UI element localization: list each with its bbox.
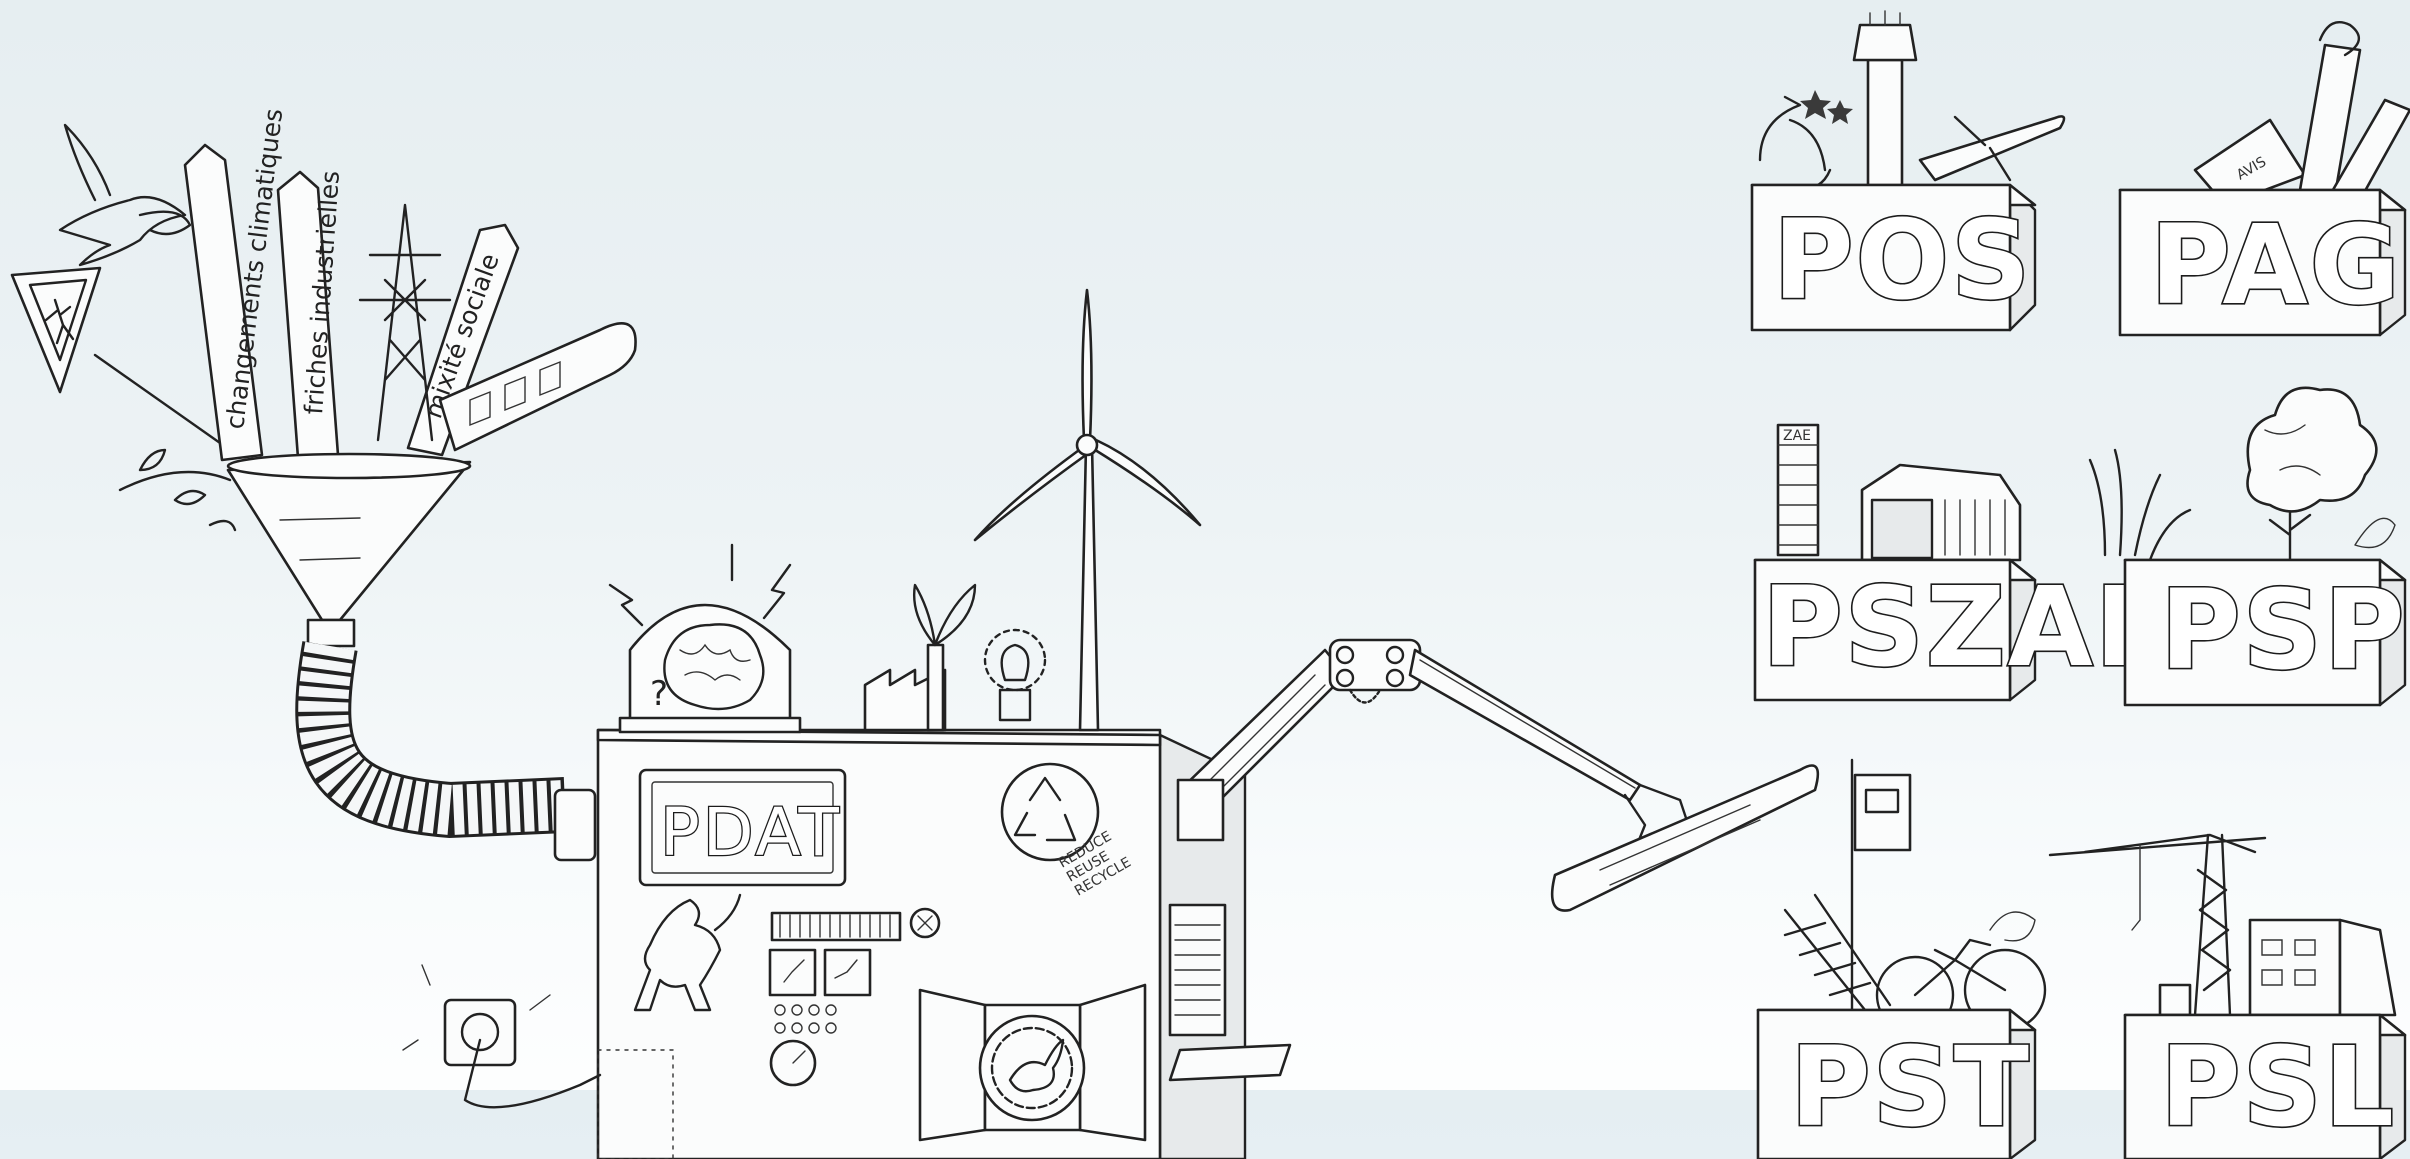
box-label-psl: PSL [2160,1023,2396,1151]
box-label-pszae: PSZAE [1762,563,2172,691]
tree-icon [2090,388,2395,560]
stake-changements-climatiques: changements climatiques [185,107,288,460]
furnace-window [920,985,1145,1140]
warning-sign-icon [12,268,230,450]
pdat-machine: ? PDAT [403,290,1290,1159]
box-pos: POS [1752,11,2064,330]
zae-sign-text: ZAE [1783,428,1811,444]
airport-tower-icon [1760,11,2064,191]
factory-icon [865,585,975,730]
box-psl: PSL [2050,835,2405,1159]
held-train-icon [1552,766,1818,911]
robot-arm [1178,640,1818,911]
crane-icon [2050,835,2395,1015]
box-psp: PSP [2090,388,2406,705]
box-label-psp: PSP [2160,566,2406,694]
funnel-group: changements climatiques friches industri… [12,107,636,860]
pdat-plate: PDAT [640,770,845,885]
power-socket-icon [403,965,600,1107]
light-bulb-icon [985,630,1045,720]
brain-icon: ? [610,545,800,732]
newspaper-icon: AVIS [2195,22,2410,205]
stake-friches-industrielles: friches industrielles [278,170,345,458]
box-label-pos: POS [1773,196,2032,324]
leaves-icon [120,450,235,530]
bird-icon [60,125,190,265]
box-pag: AVIS PAG [2120,22,2410,335]
svg-text:?: ? [650,674,668,714]
funnel [228,454,470,646]
box-pszae: ZAE PSZAE [1755,425,2172,700]
hose [323,646,595,860]
box-label-pag: PAG [2150,201,2402,329]
wind-turbine-icon [975,290,1200,730]
pdat-label: PDAT [660,794,842,871]
box-label-pst: PST [1790,1023,2031,1151]
box-pst: PST [1758,760,2045,1159]
bicycle-icon [1785,760,2045,1033]
industrial-building-icon: ZAE [1778,425,2020,560]
